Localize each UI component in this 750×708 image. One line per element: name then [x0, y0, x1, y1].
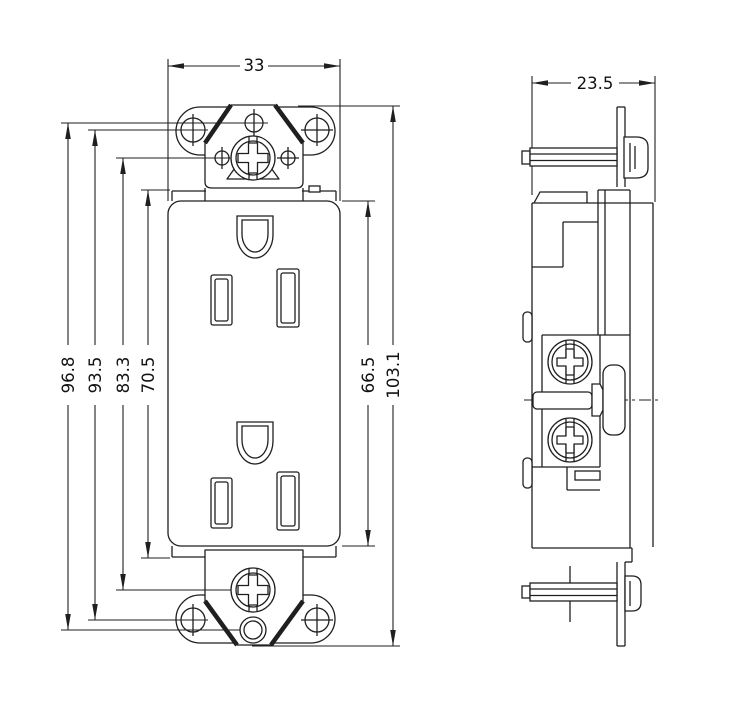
upper-neutral-slot [276, 268, 300, 328]
lower-receptacle [210, 421, 300, 531]
side-top-screw [521, 106, 649, 187]
dim-label-body-height: 70.5 [139, 357, 158, 394]
dim-label-side-depth: 23.5 [577, 74, 614, 93]
top-mounting-screw [230, 135, 276, 181]
upper-receptacle [210, 215, 300, 328]
upper-hot-slot [210, 274, 233, 326]
lower-ground-hole [236, 421, 274, 465]
dimension-lines [61, 59, 400, 647]
side-bottom-screw [521, 562, 642, 647]
wire-clamp [524, 364, 660, 436]
lower-terminal-screw [547, 417, 593, 463]
bottom-mounting-screw [230, 567, 276, 613]
front-view: 33 96.8 93.5 83.3 70.5 66.5 103.1 [59, 56, 403, 647]
face-plate [167, 200, 341, 547]
lower-neutral-slot [276, 471, 300, 531]
dim-label-face-height: 66.5 [359, 357, 378, 394]
dim-label-ear-screw-span: 93.5 [86, 357, 105, 394]
dim-label-overall-height: 103.1 [384, 351, 403, 398]
upper-ground-hole [236, 215, 274, 259]
lower-hot-slot [210, 477, 233, 529]
dim-label-screw-hole-span: 96.8 [59, 357, 78, 394]
dim-side-depth: 23.5 [531, 74, 656, 202]
upper-terminal-screw [547, 339, 593, 385]
strap-screws [180, 109, 333, 644]
side-view: 23.5 [521, 74, 660, 647]
side-body [522, 189, 654, 563]
body-edges [171, 185, 337, 558]
dim-label-mounting-center-span: 83.3 [114, 357, 133, 394]
dim-label-front-width: 33 [244, 56, 265, 75]
